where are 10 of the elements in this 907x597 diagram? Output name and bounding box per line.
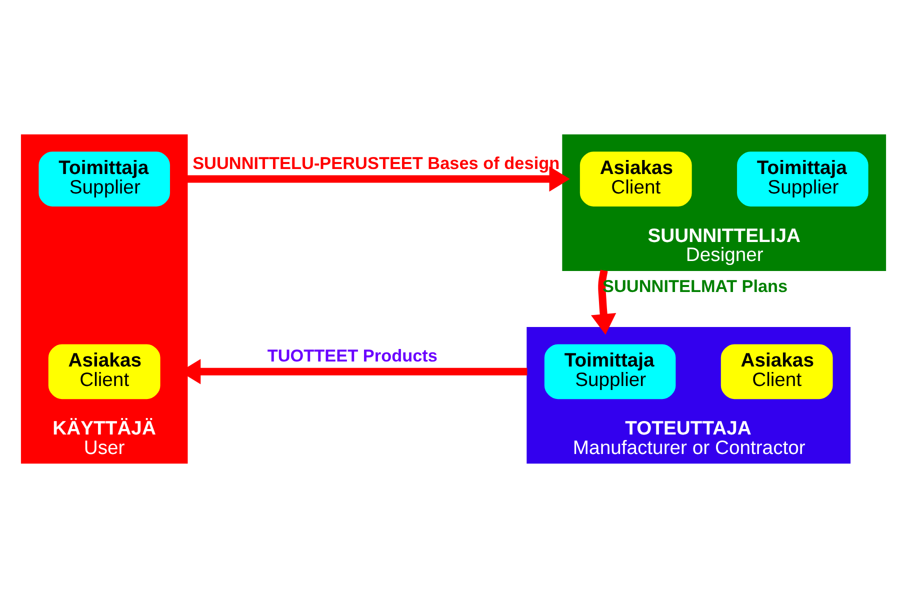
node-box: Toimittaja Supplier [544,344,676,399]
arrow [590,269,616,334]
arrow [187,166,570,192]
edge-label: TUOTTEET Products [267,345,438,366]
node-box: Asiakas Client [580,151,692,206]
node-box: Toimittaja Supplier [737,151,868,206]
node-box: Asiakas Client [720,344,833,399]
edge-label: SUUNNITTELU-PERUSTEET Bases of design [192,152,560,173]
node-box: Toimittaja Supplier [38,151,170,206]
node-box: Asiakas Client [48,344,160,399]
